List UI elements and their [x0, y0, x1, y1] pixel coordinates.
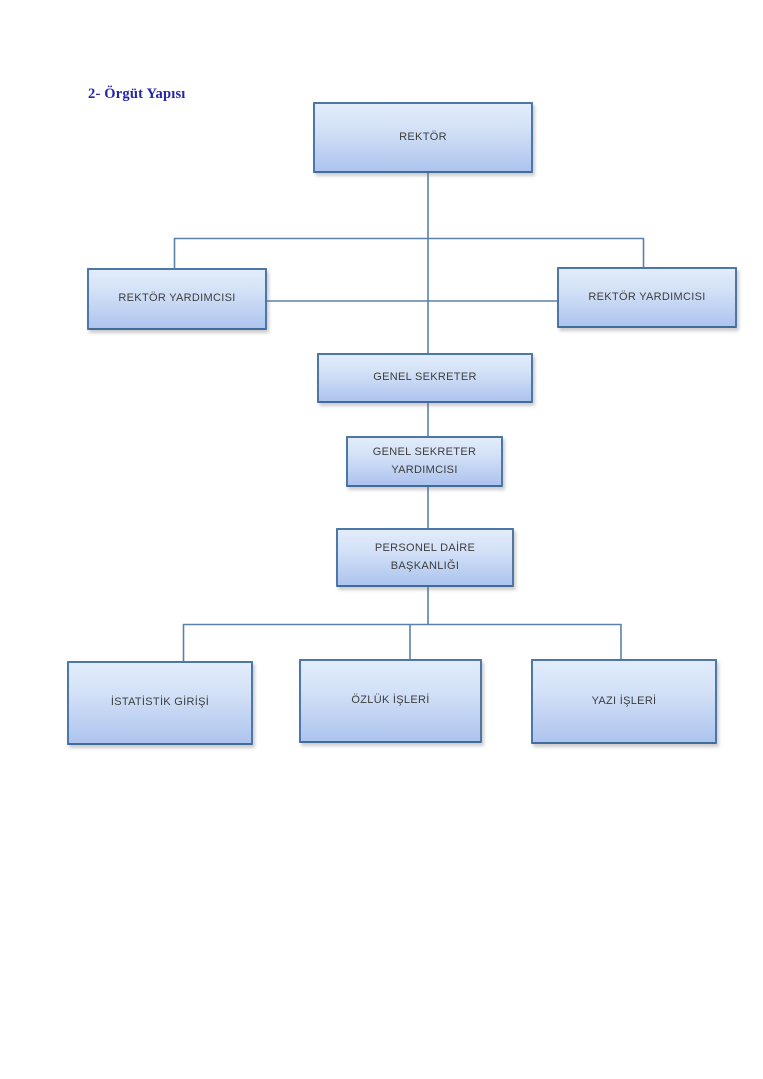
org-node-label: ÖZLÜK İŞLERİ	[351, 694, 430, 707]
org-node-ozluk-isleri: ÖZLÜK İŞLERİ	[299, 659, 482, 743]
org-node-label: GENEL SEKRETER YARDIMCISI	[372, 446, 477, 476]
org-node-label: REKTÖR YARDIMCISI	[118, 292, 236, 305]
org-node-label: REKTÖR	[399, 130, 447, 143]
org-node-rektor-yardimcisi-left: REKTÖR YARDIMCISI	[87, 268, 267, 330]
page-title: 2- Örgüt Yapısı	[88, 86, 186, 102]
org-node-genel-sekreter-yardimcisi: GENEL SEKRETER YARDIMCISI	[346, 436, 503, 487]
org-node-label: REKTÖR YARDIMCISI	[588, 290, 706, 303]
org-node-rektor: REKTÖR	[313, 102, 533, 173]
org-node-genel-sekreter: GENEL SEKRETER	[317, 353, 533, 403]
org-node-label: GENEL SEKRETER	[373, 371, 477, 384]
org-node-label: YAZI İŞLERİ	[591, 694, 657, 707]
org-node-istatistik-girisi: İSTATİSTİK GİRİŞİ	[67, 661, 253, 745]
org-node-personel-daire-baskanligi: PERSONEL DAİRE BAŞKANLIĞI	[336, 528, 514, 587]
org-node-label: İSTATİSTİK GİRİŞİ	[110, 696, 210, 709]
org-node-rektor-yardimcisi-right: REKTÖR YARDIMCISI	[557, 267, 737, 328]
org-node-label: PERSONEL DAİRE BAŞKANLIĞI	[374, 542, 476, 572]
org-node-yazi-isleri: YAZI İŞLERİ	[531, 659, 717, 744]
